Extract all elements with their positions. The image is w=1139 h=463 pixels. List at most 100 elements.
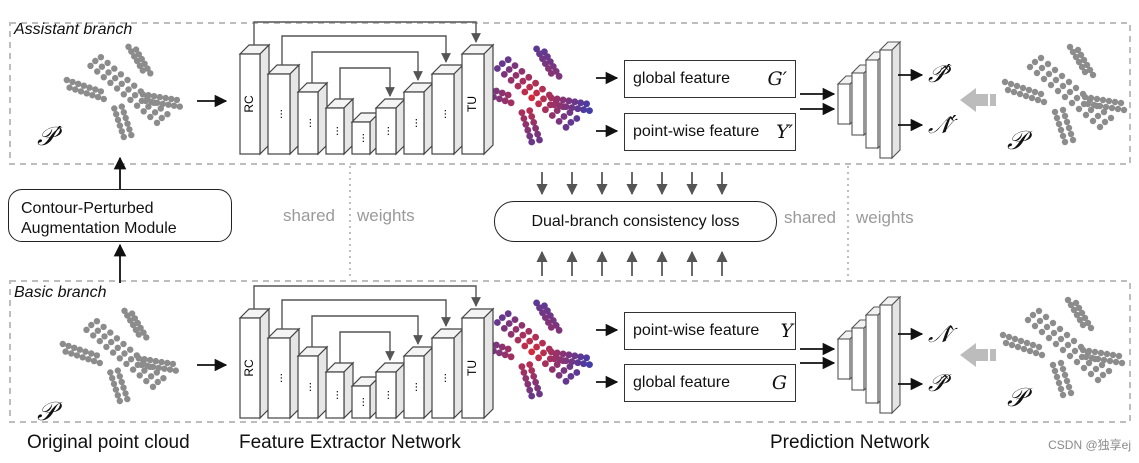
weights-label-right: weights [856, 208, 914, 227]
pred-layer [837, 338, 851, 380]
cloud-point [1092, 365, 1100, 373]
cloud-point [528, 94, 536, 102]
cloud-point [555, 118, 563, 125]
net-block [239, 317, 261, 419]
top-global-feature-text: global feature [633, 70, 730, 87]
cloud-point [1024, 316, 1032, 324]
cloud-point [524, 380, 532, 388]
net-block [267, 337, 291, 419]
cloud-point [493, 87, 500, 95]
cloud-point [144, 362, 151, 370]
cloud-point [556, 356, 564, 364]
net-block [297, 91, 319, 155]
cloud-point [160, 375, 167, 382]
cloud-point [577, 353, 585, 361]
cloud-point [498, 89, 506, 97]
cloud-point [146, 356, 154, 364]
cloud-point [542, 106, 549, 114]
cloud-point [1071, 347, 1079, 355]
cloud-point [82, 348, 89, 355]
cloud-point [87, 62, 94, 69]
cloud-point [1081, 314, 1089, 322]
cloud-point [571, 98, 579, 106]
net-block-label: ... [406, 382, 420, 392]
cloud-point [114, 344, 122, 351]
cloud-point [69, 78, 76, 86]
cloud-point [94, 327, 102, 334]
cloud-point [139, 91, 146, 98]
cloud-point [583, 100, 590, 108]
cloud-point [528, 113, 536, 120]
cloud-point [1105, 367, 1113, 375]
cloud-point [494, 319, 501, 326]
cloud-point [107, 79, 114, 87]
cloud-point [493, 341, 500, 349]
symbol-p-target-bottom: 𝒫 [1007, 383, 1026, 413]
cloud-point [116, 373, 124, 380]
cloud-point [97, 88, 105, 95]
cloud-point [1061, 371, 1069, 379]
cloud-point [1078, 309, 1086, 317]
cloud-point [1066, 43, 1074, 51]
cloud-point [1082, 111, 1090, 119]
cloud-point [122, 390, 129, 397]
cloud-point [117, 71, 125, 78]
cloud-point [88, 350, 95, 357]
cloud-point [536, 390, 543, 398]
cloud-point [1065, 383, 1073, 391]
cloud-point [126, 126, 133, 133]
cloud-point [1101, 118, 1109, 126]
cloud-point [548, 366, 556, 373]
cloud-point [532, 378, 539, 386]
cloud-point [133, 57, 141, 65]
pred-layer [851, 327, 865, 391]
cloud-point [526, 107, 534, 114]
cloud-point [165, 101, 172, 108]
net-block [375, 371, 397, 419]
cloud-point [1056, 325, 1064, 333]
cloud-point [94, 68, 101, 75]
cloud-point [504, 56, 512, 64]
cloud-point [522, 375, 530, 382]
cloud-point [1029, 311, 1037, 319]
cloud-point [528, 138, 536, 146]
cloud-point [100, 323, 107, 331]
cloud-point [168, 95, 175, 103]
cloud-point [155, 364, 162, 371]
cloud-point [534, 384, 541, 392]
cloud-point [512, 326, 520, 333]
cloud-point [526, 361, 534, 368]
cloud-point [109, 375, 116, 382]
cloud-point [536, 136, 543, 144]
cloud-point [542, 314, 549, 321]
cloud-point [147, 373, 155, 380]
cloud-point [1089, 117, 1097, 125]
supervision-arrow-top [960, 88, 996, 112]
cloud-point [533, 299, 540, 307]
cloud-point [1072, 84, 1080, 92]
cloud-point [533, 89, 540, 97]
cloud-point [1026, 347, 1034, 355]
cloud-point [133, 102, 141, 109]
cloud-point [161, 365, 168, 372]
cloud-point [1051, 108, 1059, 116]
cloud-point [170, 102, 178, 109]
cloud-point [520, 115, 528, 122]
cloud-point [94, 93, 102, 101]
cloud-point [555, 72, 563, 80]
cloud-point [1079, 346, 1087, 354]
cloud-point [498, 314, 506, 321]
cloud-point [1118, 359, 1126, 367]
cloud-point [580, 360, 587, 368]
caption-original-point-cloud: Original point cloud [27, 432, 190, 453]
cloud-point [1053, 373, 1061, 381]
cloud-point [127, 317, 134, 324]
cloud-point [1099, 371, 1107, 379]
cloud-point [518, 322, 526, 329]
cloud-point [1080, 56, 1088, 64]
cloud-point [545, 319, 552, 326]
cloud-point [142, 97, 149, 105]
net-block-label: TU [465, 360, 479, 376]
cloud-point [1019, 84, 1027, 92]
cloud-point [500, 71, 508, 78]
